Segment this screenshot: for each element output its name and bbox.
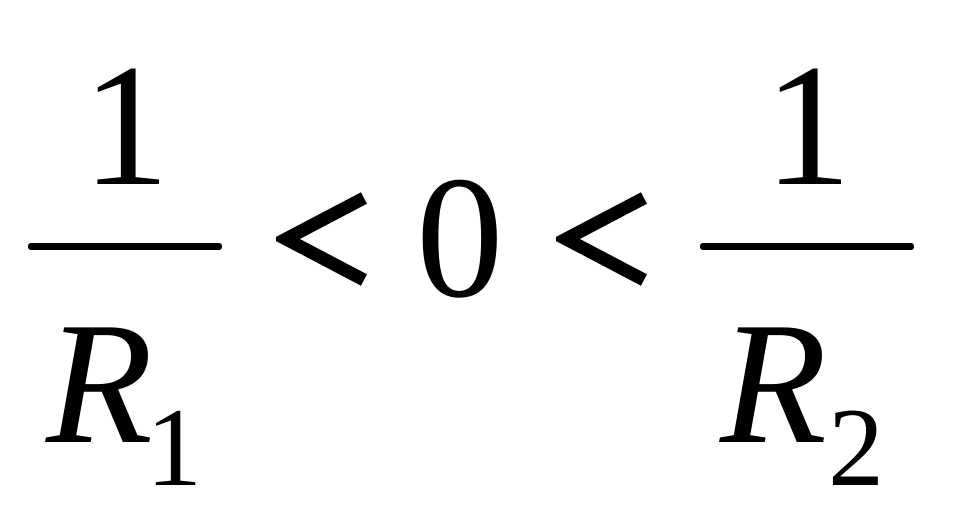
- right-numerator: 1: [764, 28, 852, 222]
- less-than-symbol-2: [556, 192, 648, 286]
- left-denominator-variable: R: [46, 286, 153, 480]
- left-denominator-subscript: 1: [146, 386, 202, 510]
- right-denominator-variable: R: [720, 286, 827, 480]
- less-than-symbol: [276, 192, 368, 286]
- middle-zero: 0: [416, 140, 504, 334]
- right-fraction-bar: [700, 243, 914, 250]
- left-numerator: 1: [82, 28, 170, 222]
- right-denominator-subscript: 2: [828, 386, 884, 510]
- left-fraction-bar: [28, 243, 222, 250]
